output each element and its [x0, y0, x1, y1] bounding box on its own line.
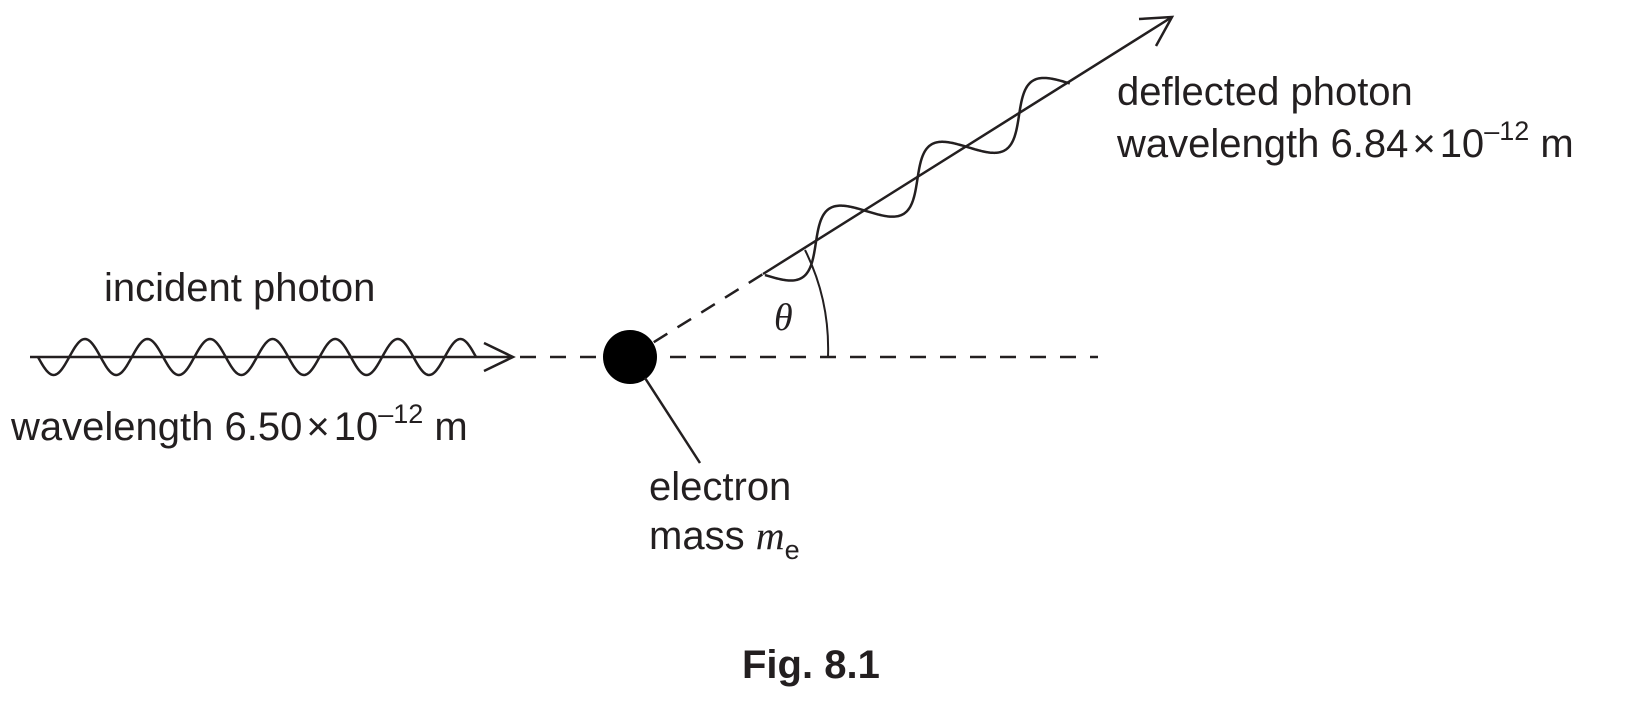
deflected-base: 10 [1439, 122, 1485, 166]
figure-caption: Fig. 8.1 [742, 643, 880, 687]
incident-arrowhead [483, 341, 516, 373]
incident-base: 10 [333, 405, 379, 449]
incident-wavelength-text: wavelength 6.50 [11, 405, 303, 449]
electron-dot [603, 330, 657, 384]
deflected-arrowhead [1138, 15, 1175, 47]
deflected-times-sign: × [1412, 122, 1436, 166]
deflected-photon-label: deflected photon [1117, 70, 1413, 114]
deflected-exponent: –12 [1484, 116, 1530, 146]
electron-mass-symbol: m [755, 513, 785, 558]
deflected-wavelength-text: wavelength 6.84 [1117, 122, 1409, 166]
deflected-wavelength-label: wavelength 6.84×10–12 m [1117, 118, 1574, 168]
angle-arc [804, 249, 830, 358]
deflected-wave [764, 76, 1071, 282]
electron-label: electron [649, 465, 792, 509]
electron-mass-text: mass [649, 514, 745, 558]
electron-mass-label: mass me [649, 512, 800, 564]
deflected-axis-line [762, 15, 1173, 276]
deflected-unit: m [1540, 122, 1574, 166]
incident-exponent: –12 [378, 399, 424, 429]
electron-leader-line [643, 377, 702, 464]
incident-unit: m [434, 405, 468, 449]
angle-theta-label: θ [774, 297, 793, 339]
incident-photon-label: incident photon [104, 266, 376, 310]
incident-times-sign: × [306, 405, 330, 449]
incident-wave [36, 337, 478, 377]
electron-mass-subscript: e [784, 535, 800, 565]
incident-wavelength-label: wavelength 6.50×10–12 m [11, 401, 468, 451]
